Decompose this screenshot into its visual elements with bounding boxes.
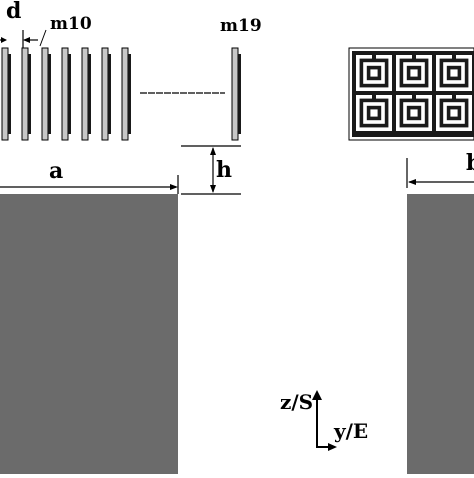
unit-cell <box>436 95 472 131</box>
horizontal-axis-arrow <box>328 443 337 451</box>
right-substrate-block <box>407 194 474 474</box>
dimension-a <box>0 175 179 194</box>
dimension-h <box>181 145 241 195</box>
plate <box>121 47 131 141</box>
plate <box>81 47 91 141</box>
unit-cell <box>396 55 432 91</box>
unit-cell <box>396 95 432 131</box>
unit-cell <box>436 55 472 91</box>
plate-stack <box>1 47 131 141</box>
m10-leader <box>39 29 47 47</box>
label-b: b <box>466 150 474 176</box>
dimension-b <box>406 158 474 188</box>
plate <box>101 47 111 141</box>
unit-cell <box>356 55 392 91</box>
plate <box>21 47 31 141</box>
plate <box>61 47 71 141</box>
label-axis-vertical: z/S <box>280 390 314 414</box>
plate <box>41 47 51 141</box>
plate <box>1 47 11 141</box>
label-h: h <box>216 157 232 183</box>
dimension-d <box>0 30 38 48</box>
unit-cell <box>356 95 392 131</box>
label-axis-horizontal: y/E <box>334 419 369 443</box>
unit-cell-grid <box>356 55 472 131</box>
plate-m19 <box>231 47 241 141</box>
label-a: a <box>49 158 64 184</box>
label-d: d <box>6 0 22 24</box>
label-m19: m19 <box>220 16 262 36</box>
vertical-axis-arrow <box>312 390 322 400</box>
left-substrate-block <box>0 194 178 474</box>
label-m10: m10 <box>50 14 92 34</box>
metasurface-panel <box>348 47 474 141</box>
coordinate-axes <box>312 390 337 451</box>
